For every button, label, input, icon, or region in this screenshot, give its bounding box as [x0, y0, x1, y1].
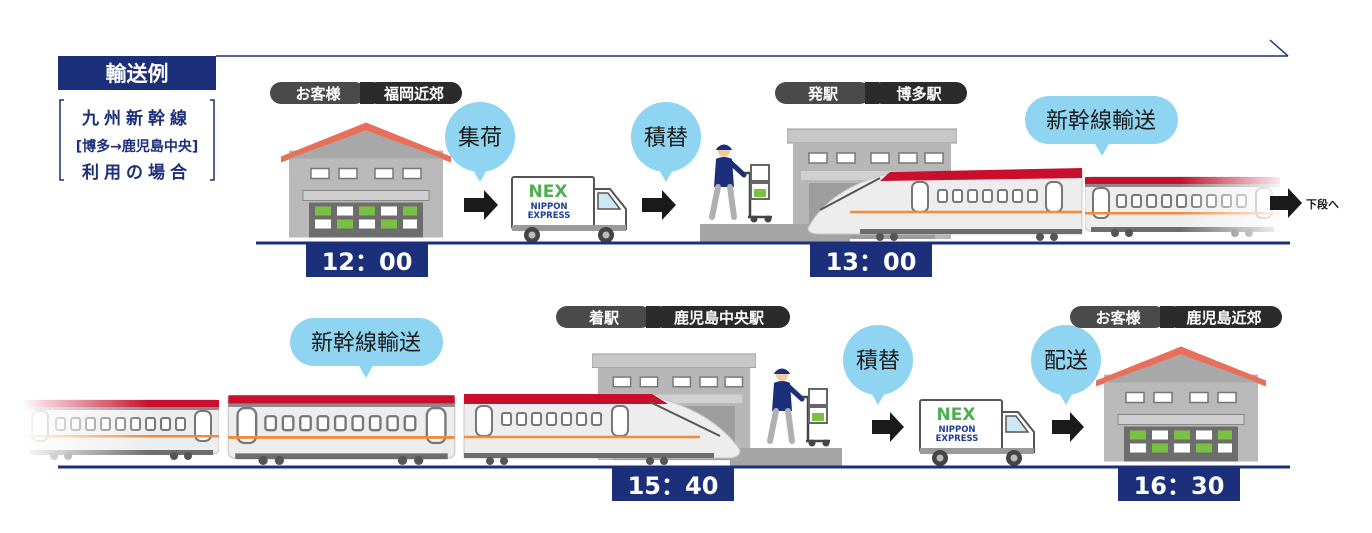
header-rule-hook	[1269, 39, 1289, 57]
step-delivery: 配送	[1044, 349, 1088, 374]
arrive-station-tag: 着駅 鹿児島中央駅	[556, 306, 790, 328]
depart-station-role: 発駅	[807, 85, 839, 103]
bubble-transfer-row1: 積替	[631, 102, 701, 182]
route-line-1: 九州新幹線	[81, 108, 192, 129]
arrow-right-icon	[464, 190, 498, 220]
time-deliver: 16：30	[1134, 472, 1225, 500]
truck-logo-line1: NIPPON	[530, 202, 567, 212]
truck-logo-line1: NIPPON	[938, 425, 975, 435]
bubble-transport-row2: 新幹線輸送	[290, 318, 443, 378]
truck-logo-line2: EXPRESS	[528, 211, 571, 221]
bubble-transport-row1: 新幹線輸送	[1025, 96, 1178, 156]
truck-logo-mark: NEX	[529, 182, 568, 202]
step-transfer-row2: 積替	[856, 349, 900, 374]
depart-station-tag: 発駅 博多駅	[775, 82, 967, 104]
step-transport-row1: 新幹線輸送	[1046, 109, 1156, 134]
time-depart: 13：00	[826, 248, 917, 276]
dest-place: 鹿児島近郊	[1186, 309, 1261, 327]
arrow-right-icon	[1052, 412, 1084, 442]
time-box-pickup	[306, 244, 428, 277]
train-row2	[20, 388, 741, 470]
time-box-deliver	[1118, 468, 1240, 501]
bubble-pickup: 集荷	[445, 102, 515, 182]
destination-tag: お客様 鹿児島近郊	[1070, 306, 1282, 328]
dest-role: お客様	[1095, 309, 1141, 327]
route-caption: 九州新幹線 [博多→鹿児島中央] 利用の場合	[59, 99, 215, 183]
arrive-station-name: 鹿児島中央駅	[674, 309, 765, 327]
origin-role: お客様	[295, 85, 341, 103]
route-line-3: 利用の場合	[82, 162, 192, 183]
bubble-transfer-row2: 積替	[843, 325, 913, 405]
bubble-delivery: 配送	[1031, 325, 1101, 405]
truck-logo-row1: NEX NIPPON EXPRESS	[528, 182, 571, 221]
arrow-right-icon	[872, 412, 904, 442]
time-box-arrive	[612, 468, 734, 501]
arrow-right-icon	[642, 190, 676, 220]
worker-row2	[770, 369, 830, 447]
next-row-hint: 下段へ	[1306, 197, 1339, 211]
truck-logo-mark: NEX	[937, 405, 976, 425]
arrive-platform	[730, 448, 842, 466]
depart-station-name: 博多駅	[896, 85, 942, 103]
header-title-box	[58, 56, 216, 90]
train-row1	[807, 165, 1290, 245]
arrive-station-role: 着駅	[588, 309, 620, 327]
arrow-right-icon	[1270, 188, 1302, 218]
time-pickup: 12：00	[322, 248, 413, 276]
time-arrive: 15：40	[628, 472, 719, 500]
step-transfer-row1: 積替	[644, 126, 688, 151]
route-line-2: [博多→鹿児島中央]	[76, 138, 199, 155]
origin-tag: お客様 福岡近郊	[270, 82, 462, 104]
worker-row1	[712, 145, 772, 223]
header-title: 輸送例	[106, 62, 169, 86]
destination-warehouse	[1096, 345, 1266, 463]
step-pickup: 集荷	[458, 126, 502, 151]
truck-logo-row2: NEX NIPPON EXPRESS	[936, 405, 979, 444]
origin-warehouse	[281, 121, 451, 239]
truck-logo-line2: EXPRESS	[936, 434, 979, 444]
time-box-depart	[810, 244, 932, 277]
origin-place: 福岡近郊	[383, 85, 444, 103]
step-transport-row2: 新幹線輸送	[311, 331, 421, 356]
